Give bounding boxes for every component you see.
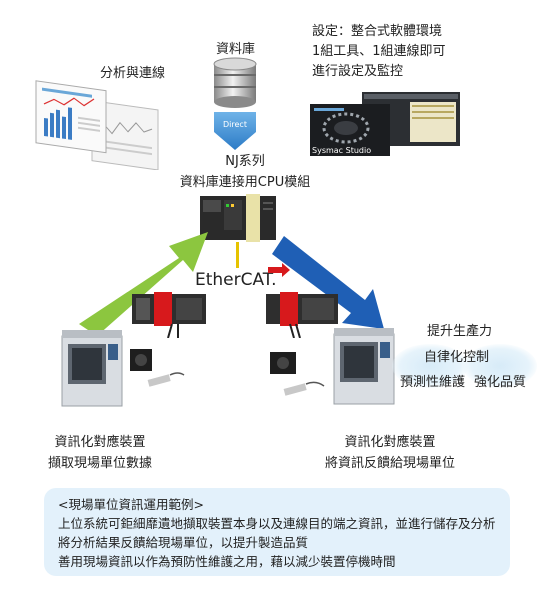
analysis-label: 分析與連線 [100,66,166,81]
cpu-module-label: 資料庫連接用CPU模組 [179,175,311,190]
settings-line-3: 進行設定及監控 [312,64,404,79]
database-icon [213,57,257,150]
left-io-modules [132,292,206,338]
benefit-autonomous-control: 自律化控制 [424,350,490,365]
ethercat-logo-text: EtherCAT. [195,270,277,290]
left-caption-line-2: 擷取現場單位數據 [47,456,152,471]
panel-line-3: 善用現場資訊以作為預防性維護之用，藉以減少裝置停機時間 [58,554,396,569]
panel-line-2: 將分析結果反饋給現場單位，以提升製造品質 [58,535,309,550]
upload-arrow-icon [79,232,208,336]
nj-series-label: NJ系列 [225,154,265,169]
feedback-arrow-icon [272,236,384,329]
sysmac-studio-screenshot [310,92,460,156]
benefit-quality: 強化品質 [474,375,527,390]
left-sensors-image [130,349,185,387]
left-caption-line-1: 資訊化對應裝置 [54,435,146,450]
sysmac-caption: Sysmac Studio [312,146,372,155]
left-machine-image [61,330,123,407]
direct-label: Direct [223,120,247,129]
benefit-productivity: 提升生產力 [427,324,493,339]
settings-line-1: 設定：整合式軟體環境 [312,24,443,39]
benefit-cloud-left [392,344,468,388]
ethercat-logo: EtherCAT. [195,270,277,290]
settings-line-2: 1組工具、1組連線即可 [312,44,446,59]
nj-cpu-module-image [200,194,276,242]
ethercat-logo-arrow-icon [268,263,290,277]
database-label: 資料庫 [216,42,256,57]
right-machine-image [333,328,395,405]
benefit-predictive-maintenance: 預測性維護 [400,375,466,390]
panel-title: <現場單位資訊運用範例> [58,497,204,512]
ethercat-connection-line [236,242,239,268]
benefit-cloud-right [463,344,537,388]
panel-line-1: 上位系統可鉅細靡遺地擷取裝置本身以及連線目的端之資訊，並進行儲存及分析 [58,516,496,531]
settings-text: 設定：整合式軟體環境 1組工具、1組連線即可 進行設定及監控 [312,22,446,82]
analysis-documents-image [35,80,159,170]
right-io-modules [266,292,338,338]
right-caption-line-1: 資訊化對應裝置 [344,435,436,450]
right-caption-line-2: 將資訊反饋給現場單位 [324,456,455,471]
usage-example-panel: <現場單位資訊運用範例> 上位系統可鉅細靡遺地擷取裝置本身以及連線目的端之資訊，… [44,488,510,576]
right-sensors-image [270,352,325,396]
